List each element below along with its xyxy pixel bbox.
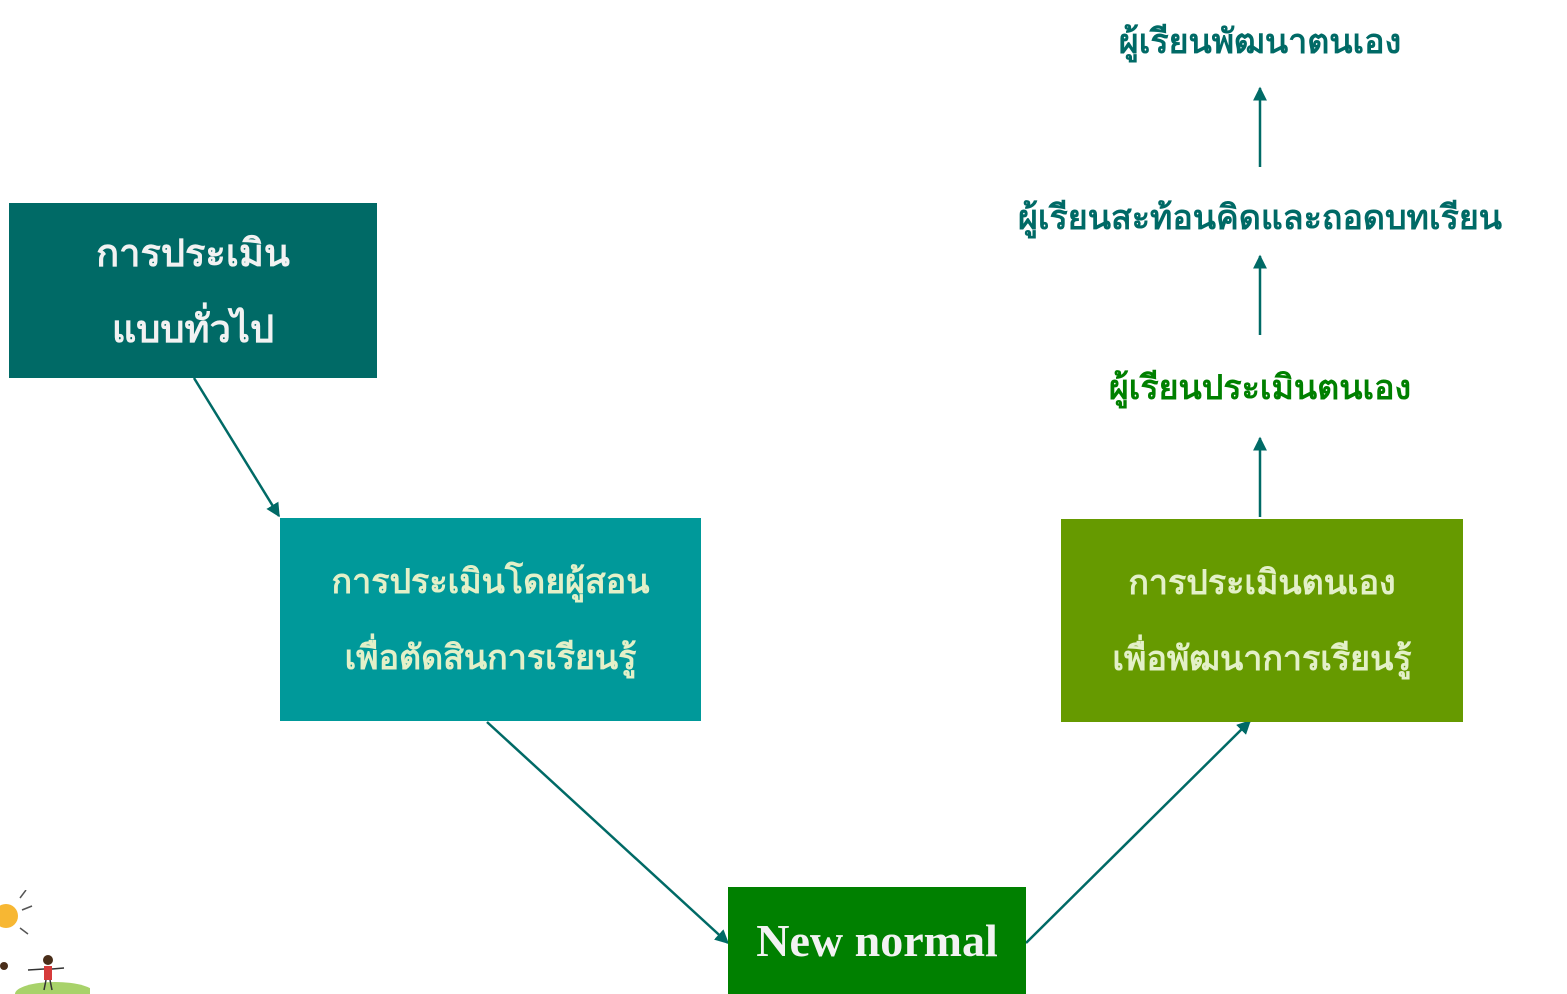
box-teacher-line2: เพื่อตัดสินการเรียนรู้ (344, 637, 637, 678)
box-self-line1: การประเมินตนเอง (1128, 562, 1396, 603)
box-new-normal-label: New normal (756, 915, 998, 966)
arrow-teacher-to-newnormal (486, 721, 730, 944)
box-teacher-line1: การประเมินโดยผู้สอน (331, 561, 650, 602)
arrow-newnormal-to-self (1025, 720, 1251, 944)
box-teacher-assessment: การประเมินโดยผู้สอน เพื่อตัดสินการเรียนร… (280, 518, 701, 721)
box-general-line1: การประเมิน (96, 229, 290, 275)
label-learner-develops-self: ผู้เรียนพัฒนาตนเอง (1118, 22, 1402, 62)
box-general-assessment: การประเมิน แบบทั่วไป (9, 203, 377, 378)
box-general-line2: แบบทั่วไป (111, 305, 275, 351)
children-clipart-icon (0, 890, 90, 994)
arrow-general-to-teacher (192, 377, 281, 518)
box-new-normal: New normal (728, 887, 1026, 994)
box-self-assessment: การประเมินตนเอง เพื่อพัฒนาการเรียนรู้ (1061, 519, 1463, 722)
label-learner-self-assesses: ผู้เรียนประเมินตนเอง (1108, 368, 1412, 408)
box-self-line2: เพื่อพัฒนาการเรียนรู้ (1112, 638, 1412, 679)
label-learner-reflects: ผู้เรียนสะท้อนคิดและถอดบทเรียน (1017, 198, 1503, 238)
